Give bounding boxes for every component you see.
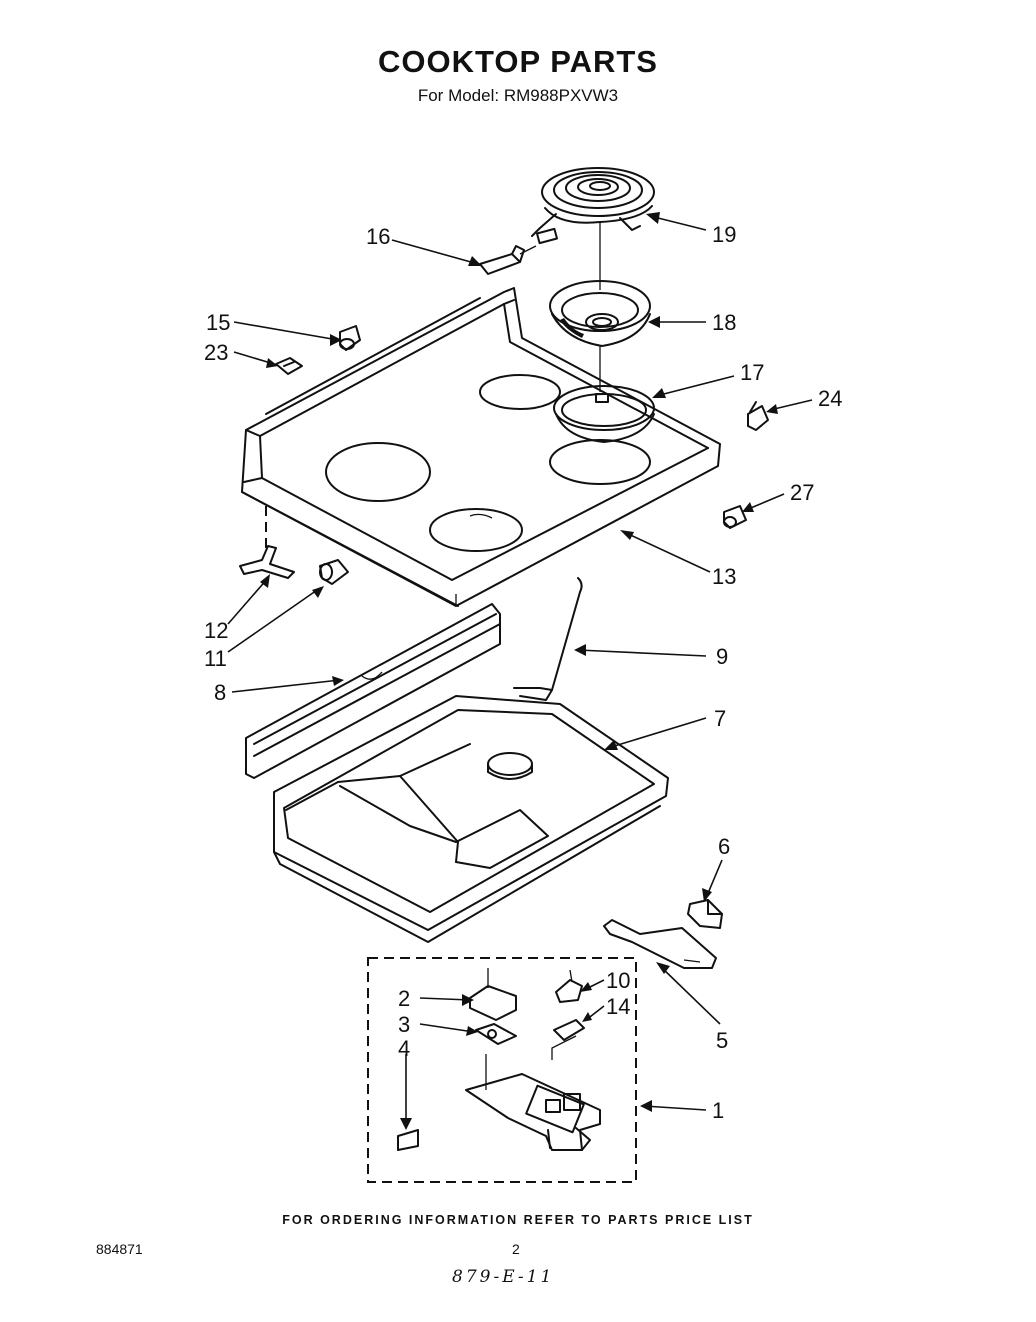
page-number: 2 bbox=[512, 1241, 520, 1257]
handwritten-code: 879-E-11 bbox=[452, 1267, 555, 1287]
bracket-and-bushing-parts bbox=[239, 506, 349, 585]
callout-13: 13 bbox=[712, 564, 736, 589]
callout-15: 15 bbox=[206, 310, 230, 335]
callout-19: 19 bbox=[712, 222, 736, 247]
front-panel-part bbox=[245, 603, 501, 779]
trim-ring-part bbox=[553, 385, 655, 443]
bracket-and-clip-parts bbox=[603, 899, 723, 969]
model-subtitle: For Model: RM988PXVW3 bbox=[417, 86, 619, 105]
callout-numbers: 1 2 3 4 5 6 7 8 9 10 11 12 13 14 15 16 1… bbox=[204, 222, 842, 1123]
callout-17: 17 bbox=[740, 360, 764, 385]
ordering-info-note: FOR ORDERING INFORMATION REFER TO PARTS … bbox=[282, 1213, 754, 1227]
callout-3: 3 bbox=[398, 1012, 410, 1037]
callout-7: 7 bbox=[714, 706, 726, 731]
callout-10: 10 bbox=[606, 968, 630, 993]
drip-bowl-part bbox=[549, 280, 651, 392]
callout-1: 1 bbox=[712, 1098, 724, 1123]
callout-18: 18 bbox=[712, 310, 736, 335]
callout-27: 27 bbox=[790, 480, 814, 505]
callout-4: 4 bbox=[398, 1036, 410, 1061]
callout-23: 23 bbox=[204, 340, 228, 365]
cooktop-part bbox=[241, 287, 721, 607]
callout-16: 16 bbox=[366, 224, 390, 249]
switch-components bbox=[397, 968, 601, 1151]
small-clip-parts bbox=[275, 325, 769, 529]
terminal-block-part bbox=[479, 245, 537, 275]
callout-5: 5 bbox=[716, 1028, 728, 1053]
callout-14: 14 bbox=[606, 994, 630, 1019]
callout-9: 9 bbox=[716, 644, 728, 669]
rod-part bbox=[513, 577, 583, 701]
callout-2: 2 bbox=[398, 986, 410, 1011]
surface-element-part bbox=[531, 167, 655, 290]
document-number: 884871 bbox=[96, 1241, 143, 1257]
callout-24: 24 bbox=[818, 386, 842, 411]
burner-box-part bbox=[273, 695, 669, 943]
callout-6: 6 bbox=[718, 834, 730, 859]
callout-11: 11 bbox=[204, 646, 227, 671]
page-title: COOKTOP PARTS bbox=[378, 44, 658, 79]
control-assembly-box bbox=[367, 957, 637, 1183]
callout-12: 12 bbox=[204, 618, 228, 643]
callout-8: 8 bbox=[214, 680, 226, 705]
leader-lines bbox=[227, 212, 813, 1130]
